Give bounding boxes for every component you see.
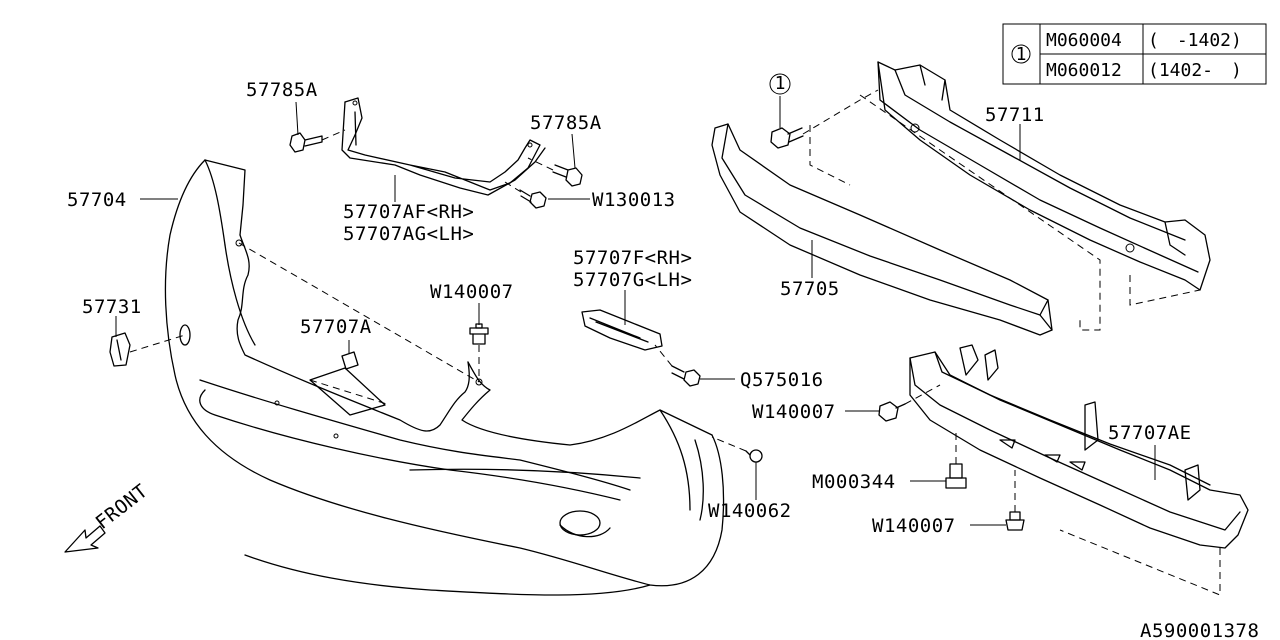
front-label: FRONT xyxy=(92,480,153,534)
label-W130013: W130013 xyxy=(592,189,676,211)
label-57707AE: 57707AE xyxy=(1108,422,1192,444)
bolt-callout-1-icon: 1 xyxy=(769,73,804,149)
screw-W130013-icon xyxy=(519,189,547,209)
assembly-guide-lines xyxy=(129,89,1221,596)
bolt-57785A-right-icon xyxy=(552,164,583,187)
energy-absorber-57705 xyxy=(711,123,1053,336)
label-W140007-right: W140007 xyxy=(752,401,836,423)
table-row-2-range: (1402- ) xyxy=(1148,60,1242,81)
callout-ref-number: 1 xyxy=(775,73,786,94)
clip-W140007-center-icon xyxy=(469,323,489,345)
table-row-1-range: ( -1402) xyxy=(1148,30,1242,51)
bracket-57707AF xyxy=(341,97,546,196)
clip-W140062-icon xyxy=(745,449,763,463)
diagram-id: A590001378 xyxy=(1140,620,1259,640)
label-57707F: 57707F<RH> xyxy=(573,247,692,269)
label-57785A-right: 57785A xyxy=(530,112,602,134)
table-ref-number: 1 xyxy=(1016,44,1027,65)
reference-table: 1 M060004 ( -1402) M060012 (1402- ) xyxy=(1002,23,1267,85)
label-Q575016: Q575016 xyxy=(740,369,824,391)
bumper-cover-57704 xyxy=(164,159,725,596)
table-row-2-part: M060012 xyxy=(1046,60,1122,81)
bolt-M000344-icon xyxy=(945,463,967,489)
bolt-Q575016-icon xyxy=(671,365,701,387)
label-W140007-bottom: W140007 xyxy=(872,515,956,537)
label-W140007-center: W140007 xyxy=(430,281,514,303)
label-57707G: 57707G<LH> xyxy=(573,269,692,291)
label-W140062: W140062 xyxy=(708,500,792,522)
label-57711: 57711 xyxy=(985,104,1045,126)
bolt-57785A-left-icon xyxy=(289,132,323,153)
bracket-57707F xyxy=(581,309,663,351)
cap-57731 xyxy=(109,332,131,367)
front-direction-arrow: FRONT xyxy=(64,480,153,553)
clip-W140007-bottom-icon xyxy=(1005,511,1025,531)
beam-57711 xyxy=(877,61,1211,291)
label-57785A-top: 57785A xyxy=(246,79,318,101)
lower-beam-57707AE xyxy=(909,344,1249,549)
clip-57707A xyxy=(341,351,359,370)
label-57707AF: 57707AF<RH> xyxy=(343,201,474,223)
label-M000344: M000344 xyxy=(812,471,896,493)
label-57705: 57705 xyxy=(780,278,840,300)
label-57707A: 57707A xyxy=(300,316,372,338)
label-57704: 57704 xyxy=(67,189,127,211)
clip-W140007-right-icon xyxy=(878,401,906,422)
table-row-1-part: M060004 xyxy=(1046,30,1122,51)
label-57731: 57731 xyxy=(82,296,142,318)
label-57707AG: 57707AG<LH> xyxy=(343,223,474,245)
leader-lines xyxy=(115,101,1156,526)
